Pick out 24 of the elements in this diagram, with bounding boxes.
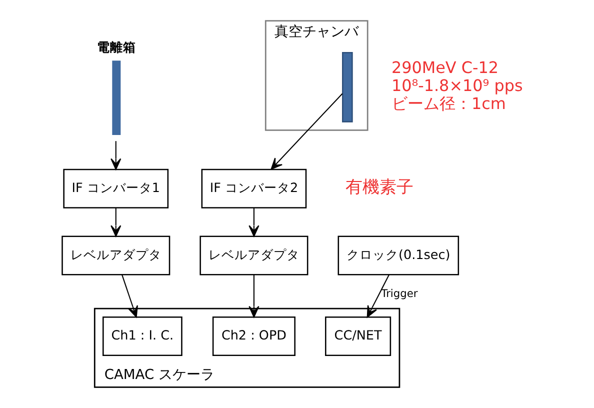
node-box: Ch1 : I. C. xyxy=(102,316,182,356)
node-box: Ch2 : OPD xyxy=(212,316,295,356)
label: 290MeV C-12 xyxy=(390,58,498,77)
arrow xyxy=(110,208,121,237)
node-box xyxy=(112,60,120,135)
arrow xyxy=(366,274,390,318)
node-box: クロック(0.1sec) xyxy=(337,236,459,276)
node-box: レベルアダプタ xyxy=(199,236,308,276)
arrow xyxy=(270,93,342,170)
node-label: 電離箱 xyxy=(96,40,136,56)
arrow xyxy=(121,274,138,318)
node-box: レベルアダプタ xyxy=(61,236,170,276)
cluster: 真空チャンバ xyxy=(264,20,368,131)
label: 10⁸-1.8×10⁹ pps xyxy=(390,76,522,95)
arrow xyxy=(110,141,121,170)
label: 有機素子 xyxy=(344,178,413,198)
arrow xyxy=(248,208,259,237)
edge-label: Trigger xyxy=(380,286,418,300)
node-box: IF コンバータ1 xyxy=(62,168,168,208)
node-box: IF コンバータ2 xyxy=(200,168,306,208)
arrow xyxy=(248,274,259,318)
label: ビーム径：1cm xyxy=(390,94,506,113)
node-bar xyxy=(342,52,352,122)
node-box: CC/NET xyxy=(324,316,391,356)
